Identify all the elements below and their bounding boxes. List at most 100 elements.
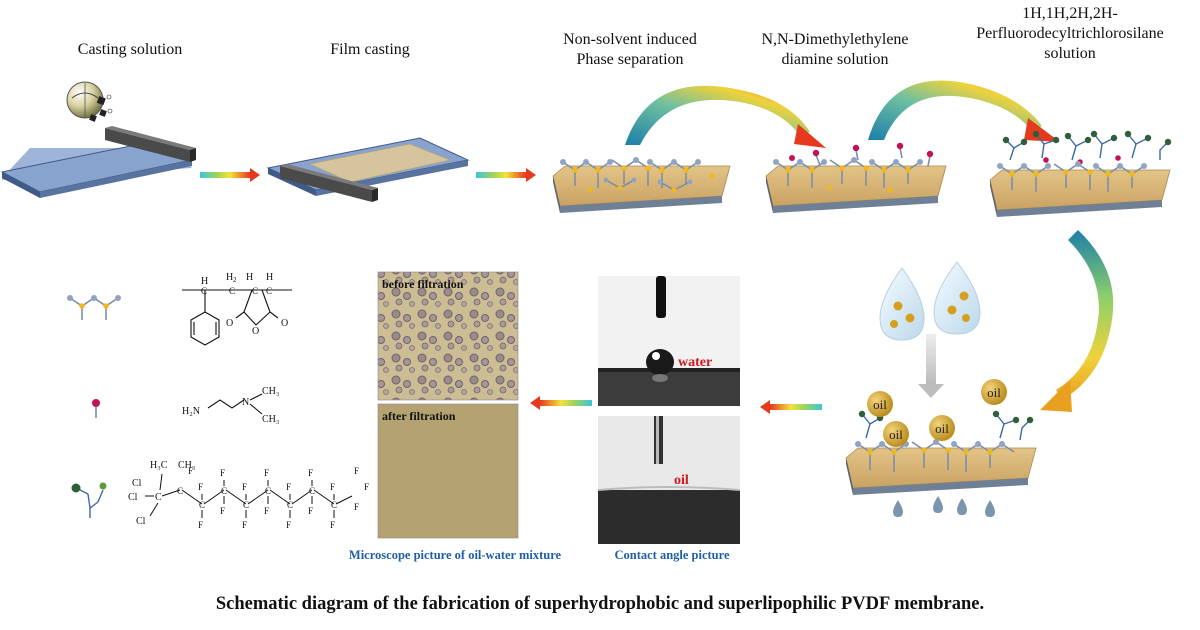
caption-microscope: Microscope picture of oil-water mixture: [348, 548, 562, 562]
bond: [159, 473, 163, 491]
bond: [149, 502, 159, 517]
dmeda-labels: H₂N N CH₃ CH₃: [182, 386, 279, 425]
membrane-pfdts: [989, 130, 1172, 217]
sma-structure: [182, 289, 292, 346]
svg-text:H: H: [266, 272, 273, 283]
svg-text:O: O: [281, 318, 288, 329]
pfdts-f-down-5: F: [264, 506, 269, 516]
svg-text:C: C: [266, 286, 272, 296]
legend-dmeda-icon: [92, 399, 100, 418]
svg-text:CH₃: CH₃: [262, 386, 279, 397]
svg-text:O: O: [226, 318, 233, 329]
bond: [247, 489, 269, 505]
svg-text:after filtration: after filtration: [382, 409, 456, 423]
filtrate-droplets: [893, 496, 995, 517]
svg-text:N: N: [242, 397, 249, 408]
casting-blade: [105, 128, 190, 162]
label-casting-solution: Casting solution: [77, 41, 183, 58]
svg-text:water: water: [678, 355, 712, 370]
label-pfdts-line1: 1H,1H,2H,2H-: [1022, 5, 1118, 22]
pfdts-f-up-8: F: [330, 482, 335, 492]
bond: [181, 489, 203, 505]
flow-arrow-left-2: [530, 396, 592, 410]
svg-text:2: 2: [233, 276, 237, 284]
pfdts-head-c: C: [155, 492, 162, 503]
casting-plate: [0, 126, 196, 198]
oil-ball-1: oil: [867, 391, 893, 417]
grey-down-arrow: [918, 334, 944, 398]
flow-arrow-left-1: [760, 400, 822, 414]
svg-text:H: H: [201, 276, 208, 287]
pfdts-f-up-4: F: [242, 482, 247, 492]
svg-text:H₂N: H₂N: [182, 406, 200, 417]
oil-ball-2: oil: [883, 421, 909, 447]
curved-arrow-down: [1040, 230, 1114, 412]
contact-angle-oil-photo: oil: [597, 416, 741, 544]
pfdts-f-t1: F: [354, 466, 359, 476]
pfdts-cl-1: Cl: [132, 478, 142, 489]
label-nips: Non-solvent induced Phase separation: [540, 30, 720, 70]
pfdts-c-6: C: [287, 500, 293, 510]
legend-pfdts-icon: [71, 482, 107, 518]
pfdts-c-4: C: [243, 500, 249, 510]
caption-contact-angle: Contact angle picture: [614, 548, 730, 562]
svg-text:CH₃: CH₃: [262, 414, 279, 425]
pfdts-c-2: C: [199, 500, 205, 510]
membrane-dmeda: [765, 142, 947, 213]
pfdts-c-7: C: [309, 486, 315, 496]
label-nips-line2: Phase separation: [576, 51, 684, 68]
casting-solution-flask-icon: [66, 81, 113, 122]
pfdts-c-5: C: [265, 486, 271, 496]
bond: [203, 489, 225, 505]
pfdts-c-1: C: [177, 486, 183, 496]
pfdts-ch3: CH₃: [178, 460, 195, 471]
curved-arrow-1: [625, 85, 826, 148]
svg-text:O: O: [252, 326, 259, 337]
pfdts-h3c: H₃C: [150, 460, 168, 471]
membrane-nips: [552, 157, 731, 213]
oil-water-droplet-right: [933, 261, 981, 335]
sma-labels: H H 2 H H O O O C C C C: [201, 272, 288, 337]
pfdts-f-down-2: F: [198, 520, 203, 530]
contact-angle-water-photo: water: [598, 276, 740, 406]
bond: [291, 489, 313, 505]
pfdts-c-3: C: [221, 486, 227, 496]
pfdts-f-down-4: F: [242, 520, 247, 530]
pfdts-f-t3: F: [354, 502, 359, 512]
bond: [313, 489, 335, 505]
svg-text:oil: oil: [873, 397, 887, 412]
label-pfdts-line3: solution: [1044, 45, 1096, 62]
bond: [269, 489, 291, 505]
svg-text:oil: oil: [674, 473, 689, 488]
label-pfdts: 1H,1H,2H,2H- Perfluorodecyltrichlorosila…: [960, 4, 1180, 64]
pfdts-cl-2: Cl: [128, 492, 138, 503]
microscope-before-photo: before filtration: [377, 271, 519, 401]
pfdts-f-up-6: F: [286, 482, 291, 492]
label-dmeda: N,N-Dimethylethylene diamine solution: [745, 30, 925, 70]
bond: [225, 489, 247, 505]
bond: [335, 495, 353, 505]
pfdts-f-up-2: F: [198, 482, 203, 492]
oil-ball-3: oil: [929, 415, 955, 441]
dmeda-structure: [207, 393, 263, 415]
film-blade: [280, 166, 372, 202]
label-dmeda-line2: diamine solution: [781, 51, 889, 68]
flow-arrow-1: [200, 168, 260, 182]
label-film-casting: Film casting: [330, 41, 410, 58]
cast-film: [308, 143, 452, 183]
pfdts-f-t2: F: [364, 482, 369, 492]
bond: [161, 489, 181, 497]
microscope-after-photo: after filtration: [377, 403, 519, 539]
curved-arrow-2: [868, 80, 1060, 142]
svg-text:H: H: [246, 272, 253, 283]
oil-ball-4: oil: [981, 379, 1007, 405]
pfdts-f-top: F: [188, 466, 193, 476]
film-casting-plate: [266, 137, 470, 202]
svg-text:C: C: [201, 286, 207, 296]
svg-text:oil: oil: [889, 427, 903, 442]
figure-title: Schematic diagram of the fabrication of …: [215, 594, 985, 614]
amine-groups: [789, 142, 934, 161]
svg-text:oil: oil: [935, 421, 949, 436]
legend-sma-icon: [67, 295, 121, 320]
